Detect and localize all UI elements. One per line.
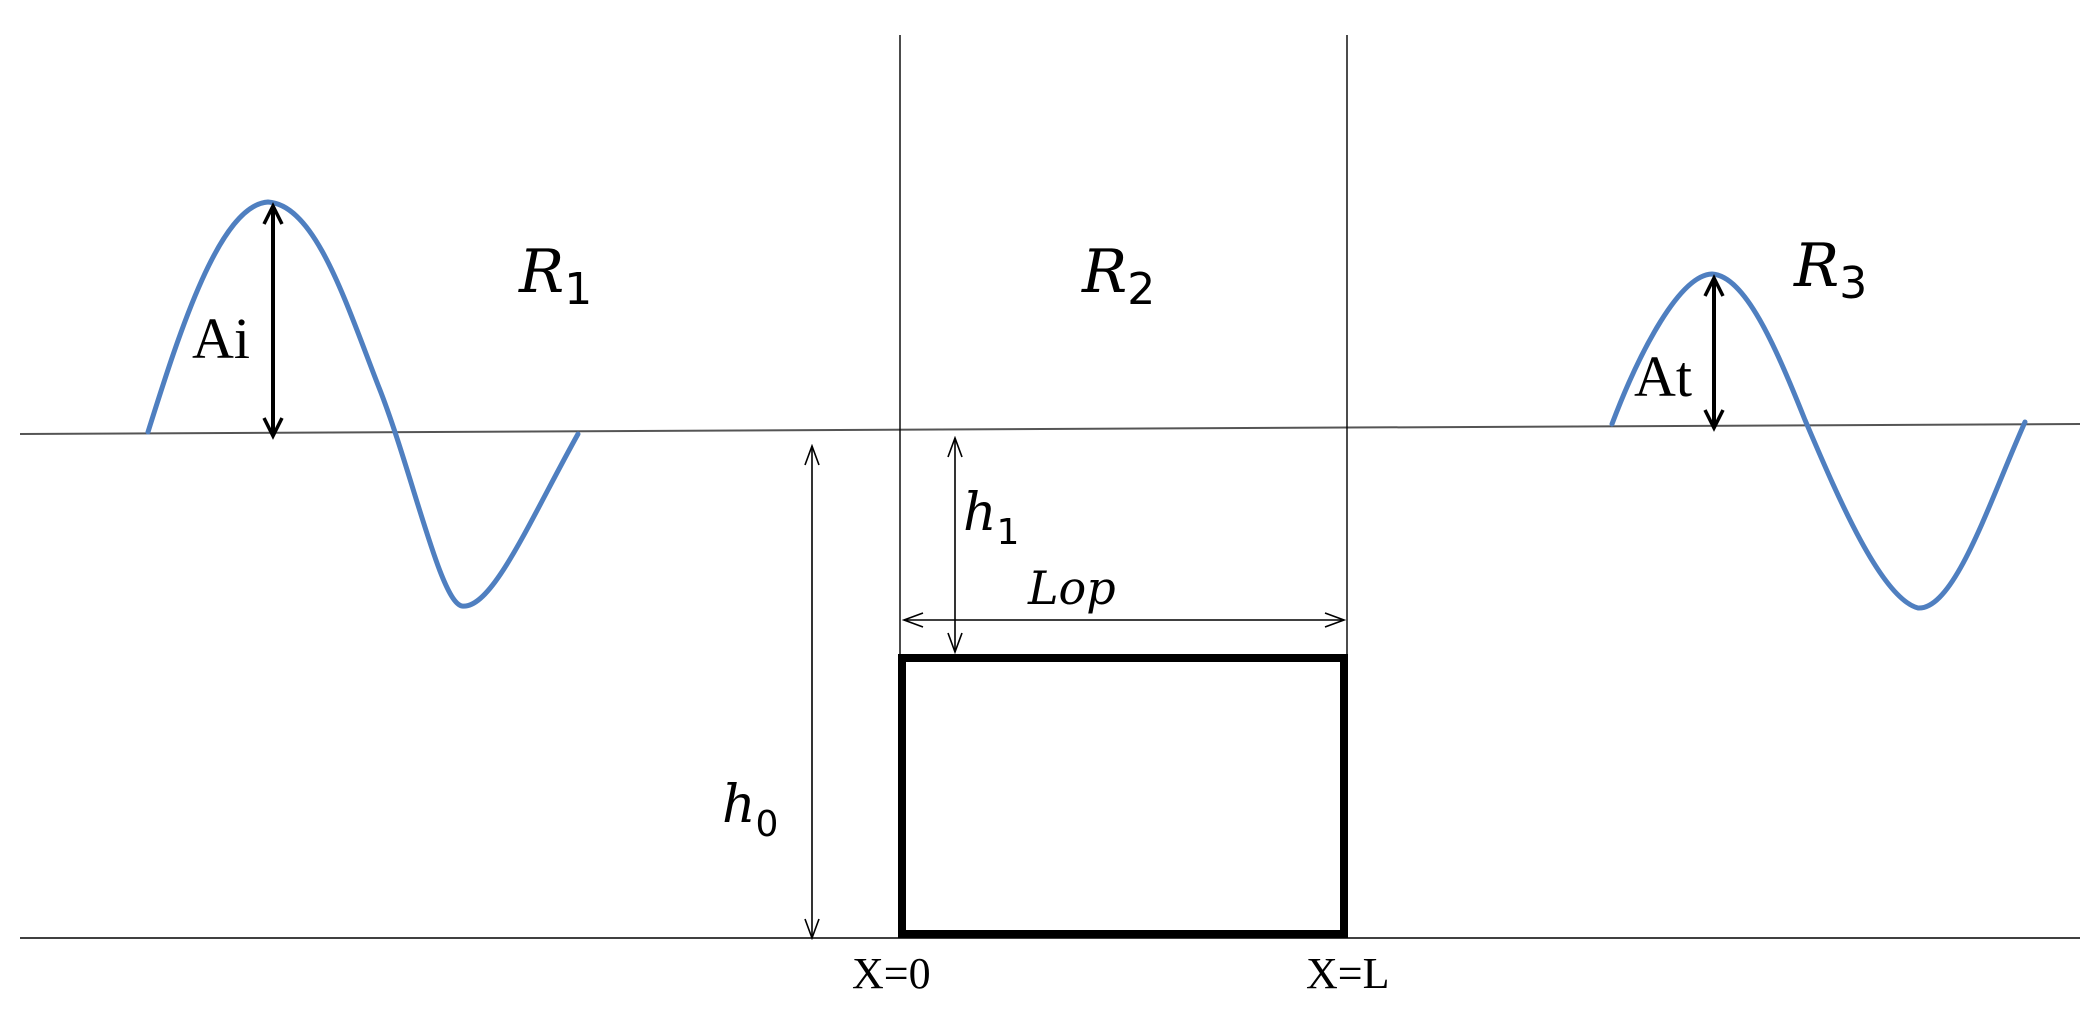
h0-label: h0 xyxy=(722,775,778,845)
region-label-r2: R2 xyxy=(1081,237,1155,315)
water-surface-line xyxy=(19,423,2081,435)
position-label-end: X=L xyxy=(1306,949,1389,998)
obstacle-length-label: Lop xyxy=(1027,561,1116,615)
incident-amplitude-label: Ai xyxy=(192,306,250,371)
h1-label: h1 xyxy=(963,483,1019,553)
incident-wave xyxy=(145,199,581,609)
region-label-r3: R3 xyxy=(1793,231,1867,309)
transmitted-wave xyxy=(1609,271,2028,611)
submerged-obstacle xyxy=(898,654,1348,938)
transmitted-amplitude-label: At xyxy=(1634,344,1692,409)
region-label-r1: R1 xyxy=(518,237,592,315)
position-label-start: X=0 xyxy=(852,949,931,998)
